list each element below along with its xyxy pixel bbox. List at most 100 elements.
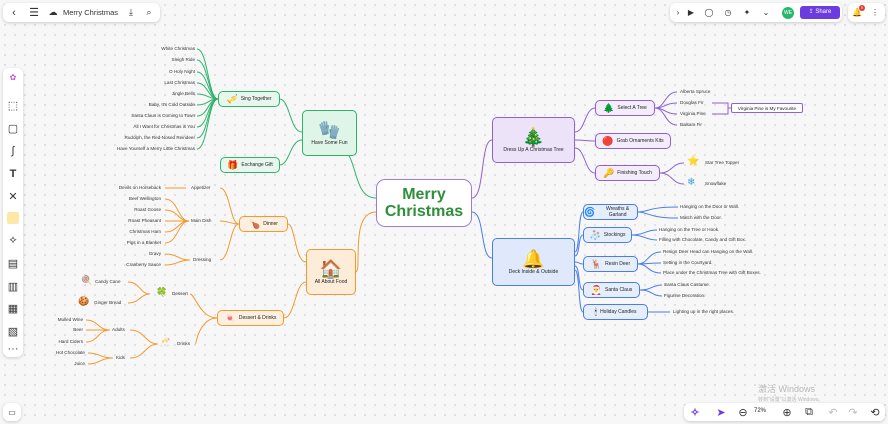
deck-item[interactable]: Lighting up in the right places. bbox=[673, 309, 735, 314]
central-topic[interactable]: Merry Christmas bbox=[376, 179, 472, 227]
subtopic-drinks[interactable]: Drinks bbox=[177, 341, 191, 346]
topic-select-tree[interactable]: 🌲Select A Tree bbox=[595, 100, 655, 116]
topic-resin-deer[interactable]: 🦌Resin Deer bbox=[583, 256, 638, 272]
expand-icon[interactable]: › bbox=[676, 8, 680, 17]
topic-santa-claus[interactable]: 🎅Santa Claus bbox=[583, 282, 640, 298]
grid-icon[interactable]: ▧ bbox=[7, 325, 19, 338]
deck-item[interactable]: Santa Claus Costume. bbox=[664, 282, 710, 287]
mindmap-icon[interactable]: ⟡ bbox=[9, 233, 17, 246]
topic-stockings[interactable]: 🧦Stockings bbox=[583, 227, 632, 243]
back-arrow-icon[interactable]: ‹ bbox=[12, 6, 16, 19]
tree-item[interactable]: Balsam Fir bbox=[680, 122, 702, 127]
topic-dessert-drinks[interactable]: 🍬Dessert & Drinks bbox=[217, 310, 284, 326]
book-icon[interactable]: ⧉ bbox=[805, 405, 813, 418]
more-tools-icon[interactable]: ··· bbox=[7, 343, 19, 355]
subtopic-kids[interactable]: Kids bbox=[116, 355, 125, 360]
deck-item[interactable]: Setting in the Courtyard. bbox=[663, 260, 713, 265]
table-icon[interactable]: ▤ bbox=[7, 257, 19, 270]
menu-icon[interactable]: ☰ bbox=[29, 7, 39, 19]
dish-item[interactable]: Cranberry Sauce bbox=[126, 262, 161, 267]
chevron-down-icon[interactable]: ⌄ bbox=[762, 8, 770, 17]
topic-deck[interactable]: 🔔 Deck Inside & Outside bbox=[492, 238, 575, 286]
finishing-item[interactable]: Star Tree Topper bbox=[705, 160, 740, 165]
tree-item[interactable]: Alberta Spruce bbox=[680, 89, 711, 94]
frame-icon[interactable]: ⬚ bbox=[7, 99, 19, 112]
deck-item[interactable]: Figurine Decoration. bbox=[664, 293, 706, 298]
song-item[interactable]: Last Christmas bbox=[164, 80, 195, 85]
zoom-out-icon[interactable]: ⊖ bbox=[738, 406, 748, 419]
deck-item[interactable]: Resign Deer Head can Hanging on the Wall… bbox=[663, 249, 754, 254]
topic-sing-together[interactable]: 🎺Sing Together bbox=[218, 91, 280, 107]
topic-dinner[interactable]: 🍗Dinner bbox=[239, 216, 288, 232]
zoom-level[interactable]: 72% bbox=[754, 408, 767, 414]
topic-ornaments[interactable]: 🔴Grab Ornaments Kits bbox=[595, 133, 671, 149]
dish-item[interactable]: Pigs in a Blanket bbox=[126, 240, 161, 245]
deck-item[interactable]: Filling with Chocolate, Candy and Gift B… bbox=[659, 237, 747, 242]
more-icon[interactable]: ⋮ bbox=[871, 8, 879, 17]
subtopic-main-dish[interactable]: Main Dish bbox=[191, 218, 212, 223]
finishing-item[interactable]: Snowflake bbox=[705, 181, 727, 186]
ai-icon[interactable]: ✦ bbox=[743, 8, 751, 17]
drink-item[interactable]: Hard Ciders bbox=[58, 339, 83, 344]
drink-item[interactable]: Beer bbox=[73, 327, 83, 332]
sticky-note-icon[interactable] bbox=[7, 212, 19, 224]
subtopic-dressing[interactable]: Dressing bbox=[193, 257, 212, 262]
template-icon[interactable]: ▦ bbox=[7, 302, 19, 315]
bell-icon[interactable]: 🔔 bbox=[852, 8, 862, 17]
song-item[interactable]: Sleigh Ride bbox=[171, 57, 196, 62]
song-item[interactable]: Rudolph, the Red-Nosed Reindeer bbox=[124, 135, 195, 140]
download-icon[interactable]: ⤓ bbox=[129, 7, 133, 17]
dish-item[interactable]: Gravy bbox=[148, 251, 161, 256]
pen-icon[interactable]: ∫ bbox=[11, 145, 15, 157]
dessert-item[interactable]: Ginger Bread bbox=[94, 300, 122, 305]
connector-icon[interactable]: ✕ bbox=[8, 190, 18, 203]
subtopic-appetizer[interactable]: Appetizer bbox=[191, 185, 211, 190]
deck-item[interactable]: Hanging on the Tree or Hook. bbox=[659, 227, 720, 232]
topic-exchange-gift[interactable]: 🎁Exchange Gift bbox=[220, 157, 280, 173]
zoom-in-icon[interactable]: ⊕ bbox=[782, 406, 792, 419]
topic-dress-up-tree[interactable]: 🎄 Dress Up A Christmas Tree bbox=[492, 117, 575, 163]
undo-icon[interactable]: ↶ bbox=[828, 406, 838, 419]
deck-item[interactable]: Hanging on the Door or Wall. bbox=[680, 204, 740, 209]
drink-item[interactable]: Hot Chocolate bbox=[55, 350, 85, 355]
topic-wreaths[interactable]: 🌀Wreaths & Garland bbox=[583, 204, 638, 220]
redo-icon[interactable]: ↷ bbox=[848, 406, 858, 419]
tree-item[interactable]: Virginia Pine bbox=[680, 111, 706, 116]
song-item[interactable]: Jingle Bells bbox=[171, 91, 195, 96]
dessert-item[interactable]: Candy Cane bbox=[95, 279, 121, 284]
deck-item[interactable]: Match with the Door. bbox=[680, 215, 722, 220]
topic-have-some-fun[interactable]: 🧤 Have Some Fun bbox=[302, 110, 357, 156]
list-icon[interactable]: ▥ bbox=[7, 280, 19, 293]
history-icon[interactable]: ⟲ bbox=[870, 406, 880, 419]
minimap-button[interactable]: ▭ bbox=[3, 403, 21, 421]
subtopic-adults[interactable]: Adults bbox=[112, 327, 125, 332]
song-item[interactable]: Baby, It's Cold Outside bbox=[148, 102, 195, 107]
tree-item[interactable]: Douglas Fir bbox=[680, 100, 704, 105]
topic-holiday-candles[interactable]: 🕯Holiday Candles bbox=[583, 304, 648, 320]
search-icon[interactable]: ⌕ bbox=[146, 7, 152, 17]
drink-item[interactable]: Mulled Wine bbox=[57, 317, 83, 322]
song-item[interactable]: O Holy Night bbox=[168, 69, 195, 74]
theme-icon[interactable]: ✿ bbox=[9, 72, 17, 82]
dish-item[interactable]: Beef Wellington bbox=[128, 196, 161, 201]
document-title[interactable]: Merry Christmas bbox=[63, 8, 119, 17]
shape-icon[interactable]: ▢ bbox=[7, 122, 19, 135]
dish-item[interactable]: Devils on Horseback bbox=[118, 185, 161, 190]
dish-item[interactable]: Roast Pheasant bbox=[128, 218, 161, 223]
deck-item[interactable]: Place under the Christmas Tree with Gift… bbox=[663, 270, 761, 275]
avatar[interactable]: WE bbox=[782, 7, 794, 19]
song-item[interactable]: Have Yourself a Merry Little Christmas bbox=[116, 146, 195, 151]
song-item[interactable]: All I Want for Christmas is You bbox=[133, 124, 195, 129]
share-button[interactable]: ⇪ Share bbox=[800, 6, 840, 19]
subtopic-dessert[interactable]: Dessert bbox=[172, 291, 188, 296]
comment-icon[interactable]: ◯ bbox=[704, 8, 714, 17]
ai-assistant-icon[interactable]: ✧ bbox=[690, 406, 700, 419]
topic-all-about-food[interactable]: 🏠 All About Food bbox=[306, 249, 356, 295]
song-item[interactable]: White Christmas bbox=[161, 46, 195, 51]
pointer-icon[interactable]: ➤ bbox=[716, 406, 726, 419]
dish-item[interactable]: Roast Goose bbox=[134, 207, 161, 212]
tree-note[interactable]: Virginia Pine is My Favourite bbox=[731, 103, 803, 113]
drink-item[interactable]: Juice bbox=[74, 361, 85, 366]
play-icon[interactable]: ▶ bbox=[687, 8, 695, 17]
topic-finishing-touch[interactable]: 🔑Finishing Touch bbox=[595, 165, 660, 181]
